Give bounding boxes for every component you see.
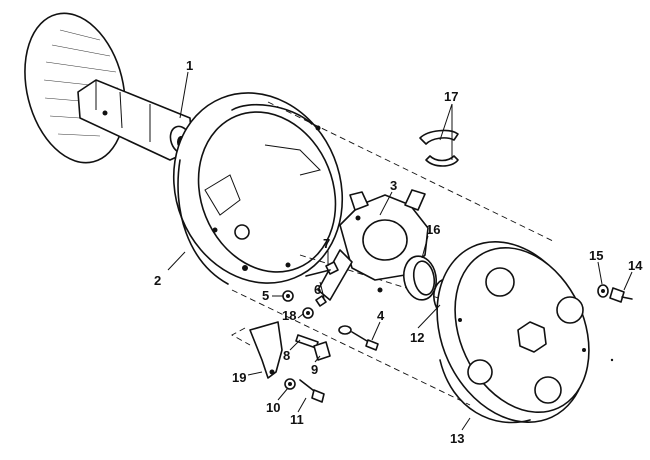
callout-17: 17 [444, 89, 458, 104]
part-2-housing [172, 92, 344, 285]
callout-8: 8 [283, 348, 290, 363]
callout-12: 12 [410, 330, 424, 345]
part-16-ring [402, 255, 438, 301]
callout-6: 6 [314, 282, 321, 297]
callout-labels: 1 2 3 4 5 6 7 8 9 10 11 12 13 14 15 16 1… [154, 58, 643, 446]
callout-9: 9 [311, 362, 318, 377]
callout-14: 14 [628, 258, 643, 273]
part-4-bolt [338, 325, 379, 351]
part-6-pin [315, 295, 327, 307]
part-11-bolt [299, 379, 325, 403]
part-14-bolt [609, 287, 633, 303]
part-1-sheave-shaft [24, 12, 193, 164]
callout-lines [167, 71, 633, 431]
callout-7: 7 [323, 236, 330, 251]
callout-2: 2 [154, 273, 161, 288]
callout-19: 19 [232, 370, 246, 385]
callout-3: 3 [390, 178, 397, 193]
part-18-washer [302, 307, 314, 319]
callout-16: 16 [426, 222, 440, 237]
part-7-bolt [305, 261, 339, 277]
callout-10: 10 [266, 400, 280, 415]
callout-11: 11 [290, 412, 304, 427]
part-15-washer [597, 284, 609, 298]
callout-13: 13 [450, 431, 464, 446]
part-10-washer [284, 378, 296, 390]
callout-15: 15 [589, 248, 603, 263]
part-3-spider-assembly [317, 189, 429, 301]
callout-18: 18 [282, 308, 296, 323]
speck [610, 358, 614, 362]
part-13-drum [436, 241, 590, 424]
part-19-weight-arm [249, 321, 283, 379]
part-5-nut [282, 290, 294, 302]
callout-1: 1 [186, 58, 193, 73]
callout-5: 5 [262, 288, 269, 303]
part-9-bushing [313, 341, 331, 361]
part-17-clips [419, 129, 459, 167]
callout-4: 4 [377, 308, 385, 323]
